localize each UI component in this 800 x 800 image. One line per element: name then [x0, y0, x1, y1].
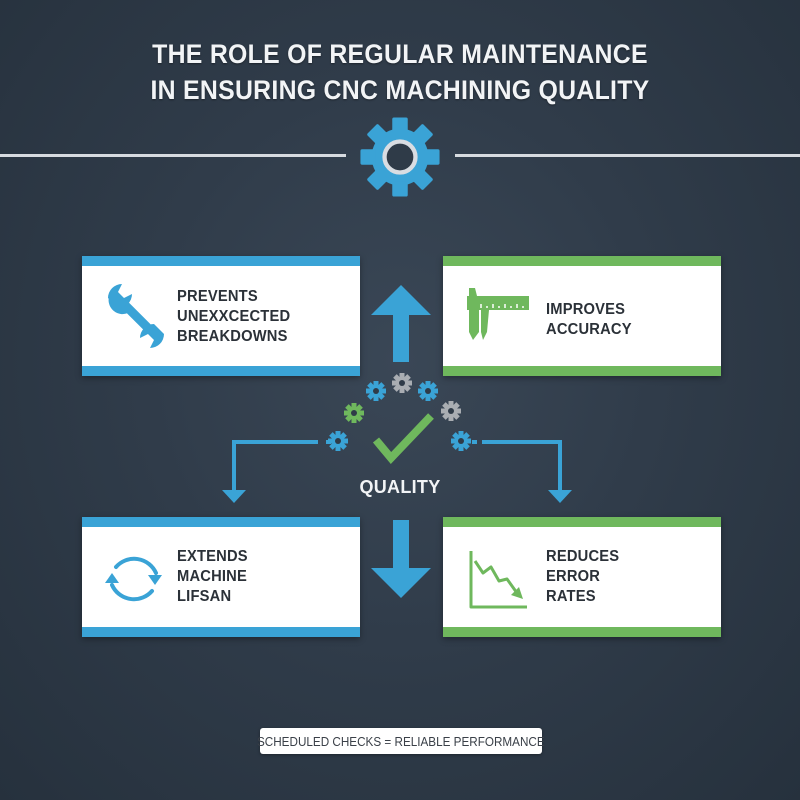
- card-text: IMPROVES ACCURACY: [546, 301, 632, 338]
- card-text: REDUCES ERROR RATES: [546, 548, 620, 605]
- gear-icon: [360, 117, 440, 197]
- card-accent-bar-bottom: [443, 366, 721, 376]
- title-line-1: THE ROLE OF REGULAR MAINTENANCE: [152, 39, 648, 69]
- card-extends-lifespan: EXTENDS MACHINE LIFSAN: [82, 517, 360, 637]
- footer-tagline: SCHEDULED CHECKS = RELIABLE PERFORMANCE: [257, 733, 545, 749]
- wrench-icon: [108, 284, 164, 348]
- card-accent-bar-bottom: [82, 366, 360, 376]
- gear-arc: [328, 373, 471, 451]
- divider-right: [455, 154, 800, 157]
- divider-left: [0, 154, 346, 157]
- card-accent-bar-bottom: [443, 627, 721, 637]
- card-accent-bar-top: [82, 256, 360, 266]
- arrow-elbow-left-icon: [232, 440, 318, 492]
- arrow-up-icon: [371, 285, 431, 362]
- caliper-icon: [467, 288, 529, 340]
- page-title: THE ROLE OF REGULAR MAINTENANCE IN ENSUR…: [0, 36, 800, 108]
- checkmark-icon: [372, 413, 434, 465]
- card-accent-bar-bottom: [82, 627, 360, 637]
- card-reduces-errors: REDUCES ERROR RATES: [443, 517, 721, 637]
- footer-tagline-badge: SCHEDULED CHECKS = RELIABLE PERFORMANCE: [257, 728, 545, 754]
- card-accent-bar-top: [82, 517, 360, 527]
- card-text: EXTENDS MACHINE LIFSAN: [177, 548, 248, 605]
- arrow-down-icon: [371, 520, 431, 598]
- card-accent-bar-top: [443, 256, 721, 266]
- arrow-elbow-right-icon: [482, 440, 562, 492]
- quality-label: QUALITY: [359, 477, 441, 497]
- card-prevents-breakdowns: PREVENTS UNEXXCECTED BREAKDOWNS: [82, 256, 360, 376]
- card-accent-bar-top: [443, 517, 721, 527]
- cycle-arrows-icon: [105, 556, 162, 602]
- declining-chart-icon: [469, 551, 527, 609]
- title-line-2: IN ENSURING CNC MACHINING QUALITY: [150, 75, 650, 105]
- card-text: PREVENTS UNEXXCECTED BREAKDOWNS: [177, 288, 291, 345]
- card-improves-accuracy: IMPROVES ACCURACY: [443, 256, 721, 376]
